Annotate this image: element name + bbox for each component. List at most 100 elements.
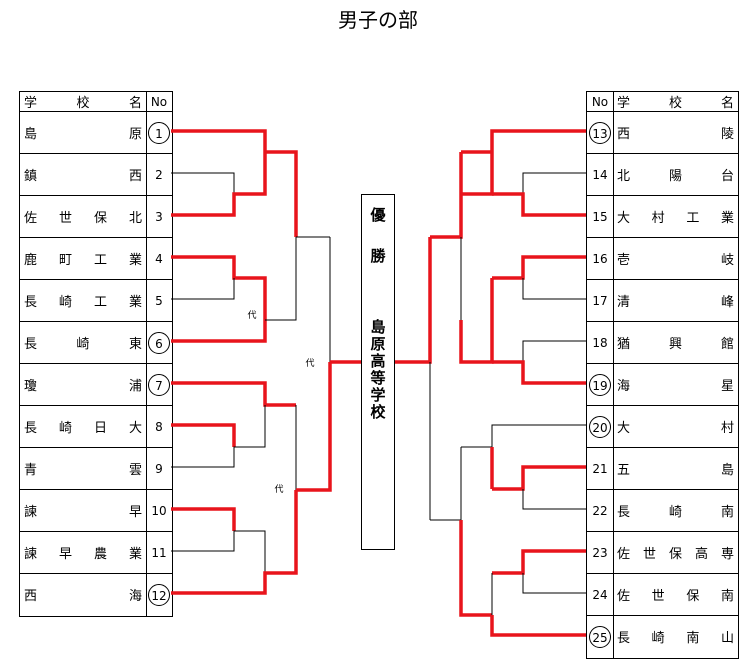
school-name-char: 陵 <box>720 127 734 142</box>
school-name-char: 農 <box>93 547 107 562</box>
school-name: 諫早農業 <box>20 532 146 573</box>
school-name-char: 北 <box>128 211 142 226</box>
school-name-char: 佐 <box>617 589 631 604</box>
school-name-char: 五 <box>617 463 631 478</box>
bracket-line <box>171 530 266 573</box>
school-name-char: 大 <box>617 211 631 226</box>
school-name-char: 崎 <box>651 631 665 646</box>
school-no: 12 <box>146 574 172 615</box>
bracket-line <box>171 381 296 407</box>
bracket-line <box>430 152 463 239</box>
header-char: 学 <box>617 96 631 111</box>
bracket-line <box>492 192 586 217</box>
bracket-line <box>492 360 586 385</box>
school-name-char: 業 <box>128 547 142 562</box>
seed-circle: 7 <box>148 373 170 396</box>
school-no: 9 <box>155 461 163 476</box>
school-name-char: 清 <box>617 295 631 310</box>
school-name-char: 工 <box>93 295 107 310</box>
left-table-header: 学 校 名 No <box>20 92 172 112</box>
champion-school-char: 学 <box>370 386 386 404</box>
school-name-char: 海 <box>128 589 142 604</box>
school-name-char: 早 <box>58 547 72 562</box>
school-row: 鎮西 2 <box>20 153 172 195</box>
school-name-char: 崎 <box>76 337 90 352</box>
school-name-char: 業 <box>128 295 142 310</box>
bracket-line <box>171 278 235 300</box>
dai-mark: 代 <box>305 358 314 369</box>
school-name: 壱岐 <box>613 238 738 279</box>
school-name-char: 西 <box>128 169 142 184</box>
school-name: 西陵 <box>613 112 738 153</box>
school-name: 長崎東 <box>20 322 146 363</box>
school-name-char: 世 <box>58 211 72 226</box>
school-name-char: 海 <box>617 379 631 394</box>
school-no: 13 <box>587 112 613 153</box>
bracket-line <box>522 278 586 300</box>
school-name: 鎮西 <box>20 154 146 195</box>
bracket-line <box>459 520 492 617</box>
school-name: 鹿町工業 <box>20 238 146 279</box>
school-name-char: 業 <box>128 253 142 268</box>
school-name-char: 早 <box>128 505 142 520</box>
school-name-char: 島 <box>24 127 38 142</box>
bracket-line <box>522 172 586 194</box>
school-name-char: 諫 <box>24 547 38 562</box>
school-name: 海星 <box>613 364 738 405</box>
school-no: 2 <box>155 167 163 182</box>
school-name-char: 業 <box>720 211 734 226</box>
no-header: No <box>150 94 168 109</box>
champion-school: 島原高等学校 <box>370 319 385 421</box>
school-name-char: 岐 <box>720 253 734 268</box>
school-name-char: 崎 <box>58 295 72 310</box>
school-name-char: 島 <box>720 463 734 478</box>
school-name: 島原 <box>20 112 146 153</box>
school-name-char: 興 <box>668 337 682 352</box>
school-name: 西海 <box>20 574 146 615</box>
seed-circle: 12 <box>148 583 170 606</box>
school-name-char: 館 <box>720 337 734 352</box>
bracket-line <box>459 278 494 364</box>
bracket-line <box>492 255 586 280</box>
school-no: 8 <box>155 419 163 434</box>
champion-label-char: 勝 <box>370 247 386 265</box>
school-name-char: 大 <box>128 421 142 436</box>
school-name: 青雲 <box>20 448 146 489</box>
bracket-line <box>430 447 462 521</box>
school-name: 佐世保南 <box>613 574 738 615</box>
school-name-char: 工 <box>93 253 107 268</box>
bracket-line <box>296 362 332 492</box>
school-name-char: 台 <box>720 169 734 184</box>
school-no: 6 <box>146 322 172 363</box>
school-name-char: 専 <box>720 547 734 562</box>
seed-circle: 13 <box>589 121 611 144</box>
seed-circle: 25 <box>589 625 611 648</box>
school-name-char: 高 <box>694 547 708 562</box>
school-no: 11 <box>151 545 167 560</box>
no-header: No <box>591 94 609 109</box>
school-name-header: 学 校 名 <box>20 92 146 111</box>
school-name-char: 工 <box>686 211 700 226</box>
bracket-line <box>171 423 236 447</box>
school-name: 猶興館 <box>613 322 738 363</box>
bracket-line <box>329 237 361 363</box>
right-table-header: No 学 校 名 <box>587 92 738 112</box>
school-name-char: 佐 <box>24 211 38 226</box>
school-name-char: 村 <box>651 211 665 226</box>
bracket-line <box>171 152 267 217</box>
champion-label-char: 優 <box>370 206 386 224</box>
school-name-char: 南 <box>720 505 734 520</box>
